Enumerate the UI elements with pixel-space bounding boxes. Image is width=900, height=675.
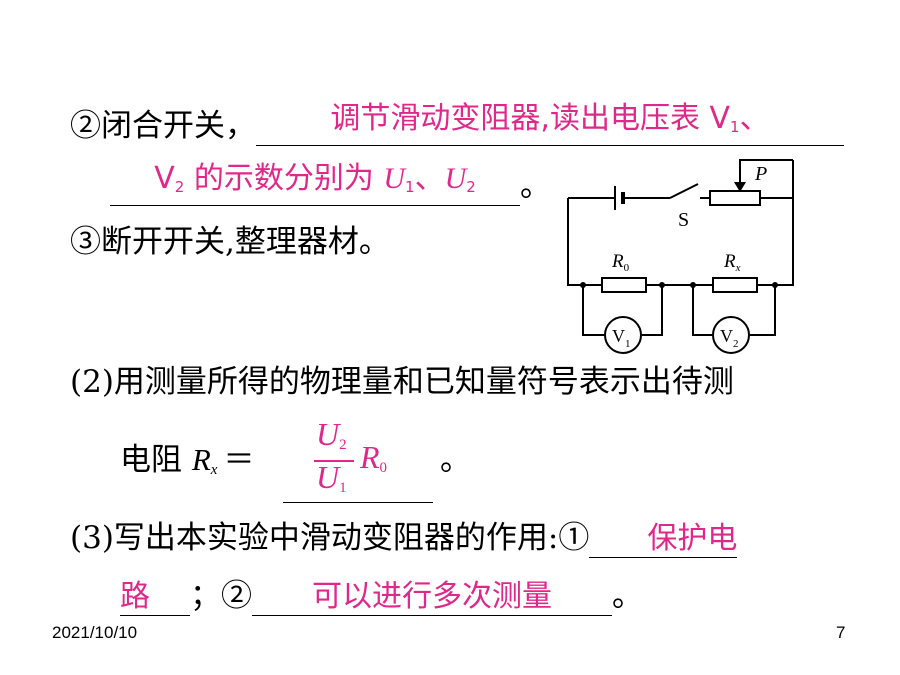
resistor-r0 <box>601 277 647 293</box>
step2-line2: V2 的示数分别为 U1、U2 。 <box>110 160 551 206</box>
q3-answer1-b: 路 <box>120 579 150 614</box>
rheostat-body <box>709 190 761 206</box>
circuit-diagram: P S R0 Rx V1 V2 <box>567 159 794 354</box>
switch-blade <box>669 183 699 199</box>
junction-dot <box>580 282 586 288</box>
step2-answer-line2: V2 的示数分别为 U1、U2 <box>154 161 476 196</box>
voltmeter-v2 <box>712 316 750 354</box>
label-v2: V2 <box>720 326 739 350</box>
v2-wire-left <box>692 285 712 336</box>
label-r0: R0 <box>611 251 630 274</box>
label-rx: Rx <box>723 251 741 274</box>
q2-equals: ＝ <box>223 442 255 478</box>
step2-answer-line1: 调节滑动变阻器,读出电压表 V1、 <box>330 101 770 136</box>
junction-dot <box>772 282 778 288</box>
q3-answer1-a: 保护电 <box>647 521 738 556</box>
junction-dot <box>690 282 696 288</box>
v2-wire-right <box>750 285 776 336</box>
q2-rx-sub: x <box>210 462 218 478</box>
q3-line2: 路 ；② 可以进行多次测量 。 <box>120 576 643 616</box>
q2-text: (2)用测量所得的物理量和已知量符号表示出待测 <box>70 364 734 400</box>
step2-label: ②闭合开关， <box>70 108 256 144</box>
step2-line1: ②闭合开关， 调节滑动变阻器,读出电压表 V1、 <box>70 100 844 146</box>
q2-prefix: 电阻 <box>120 442 192 478</box>
q3-end: 。 <box>612 578 643 614</box>
voltmeter-v1 <box>604 316 642 354</box>
q2-numerator: U2 <box>316 416 347 453</box>
q2-denominator: U1 <box>316 459 347 496</box>
q3-answer1-blank: 保护电 <box>589 520 738 558</box>
wire-left <box>567 198 583 286</box>
q2-fraction-bar <box>314 460 354 462</box>
q3-answer2: 可以进行多次测量 <box>312 579 552 614</box>
slider-arrow <box>734 182 746 192</box>
footer-page-number: 7 <box>836 623 846 642</box>
wire-right <box>775 160 794 286</box>
footer-date: 2021/10/10 <box>52 623 138 642</box>
q2-end: 。 <box>440 442 471 478</box>
q2-r0: R0 <box>360 439 388 476</box>
q2-answer-blank <box>283 502 433 503</box>
v1-wire-right <box>642 285 663 336</box>
slider-wire <box>739 159 793 188</box>
q3-line1: (3)写出本实验中滑动变阻器的作用:① 保护电 <box>70 518 738 558</box>
q3-answer1-blank-2: 路 <box>120 578 190 616</box>
label-v1: V1 <box>612 326 631 350</box>
resistor-rx <box>712 277 758 293</box>
q3-mid: ；② <box>190 578 252 614</box>
v1-wire-left <box>582 285 604 336</box>
junction-dot <box>659 282 665 288</box>
label-p: P <box>754 163 767 185</box>
step2-answer-blank-1: 调节滑动变阻器,读出电压表 V1、 <box>256 100 844 146</box>
step2-answer-blank-2: V2 的示数分别为 U1、U2 <box>110 160 520 206</box>
step3-text: ③断开开关,整理器材。 <box>70 224 390 260</box>
q2-formula-line: 电阻 Rx ＝ <box>120 440 254 490</box>
q3-answer2-blank: 可以进行多次测量 <box>252 578 612 616</box>
q3-text: (3)写出本实验中滑动变阻器的作用:① <box>70 520 590 556</box>
q2-rx: R <box>191 442 211 477</box>
step2-end: 。 <box>520 168 551 204</box>
label-s: S <box>678 209 689 231</box>
